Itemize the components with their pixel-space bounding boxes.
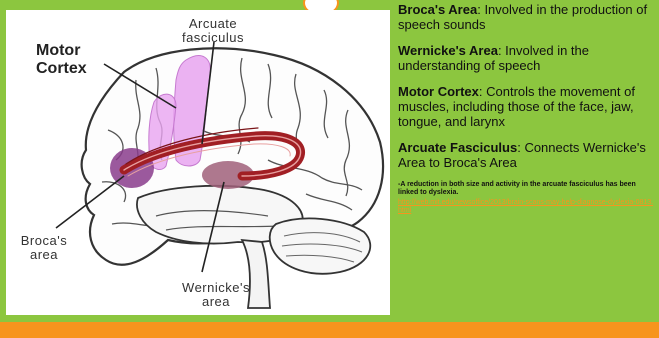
bottom-bar bbox=[0, 322, 659, 338]
definition-arcuate: Arcuate Fasciculus: Connects Wernicke's … bbox=[398, 140, 656, 170]
arcuate-label-line1: Arcuate bbox=[189, 16, 237, 31]
definition-motor-cortex: Motor Cortex: Controls the movement of m… bbox=[398, 84, 656, 129]
source-link[interactable]: http://web.mit.edu/newsoffice/2013/brain… bbox=[398, 199, 656, 215]
definition-term: Motor Cortex bbox=[398, 84, 479, 99]
motor-cortex-label-line2: Cortex bbox=[36, 60, 87, 77]
definition-broca: Broca's Area: Involved in the production… bbox=[398, 2, 656, 32]
motor-cortex-label-line1: Motor bbox=[36, 42, 80, 59]
definition-term: Wernicke's Area bbox=[398, 43, 498, 58]
definitions-panel: Broca's Area: Involved in the production… bbox=[398, 2, 656, 215]
dyslexia-note: -A reduction in both size and activity i… bbox=[398, 181, 656, 197]
definition-term: Arcuate Fasciculus bbox=[398, 140, 517, 155]
wernicke-label-line2: area bbox=[202, 294, 230, 309]
wernicke-label-line1: Wernicke's bbox=[182, 280, 250, 295]
broca-label-line1: Broca's bbox=[21, 233, 67, 248]
definition-wernicke: Wernicke's Area: Involved in the underst… bbox=[398, 43, 656, 73]
definition-term: Broca's Area bbox=[398, 2, 477, 17]
arcuate-label-line2: fasciculus bbox=[182, 30, 244, 45]
broca-label-line2: area bbox=[30, 247, 58, 262]
